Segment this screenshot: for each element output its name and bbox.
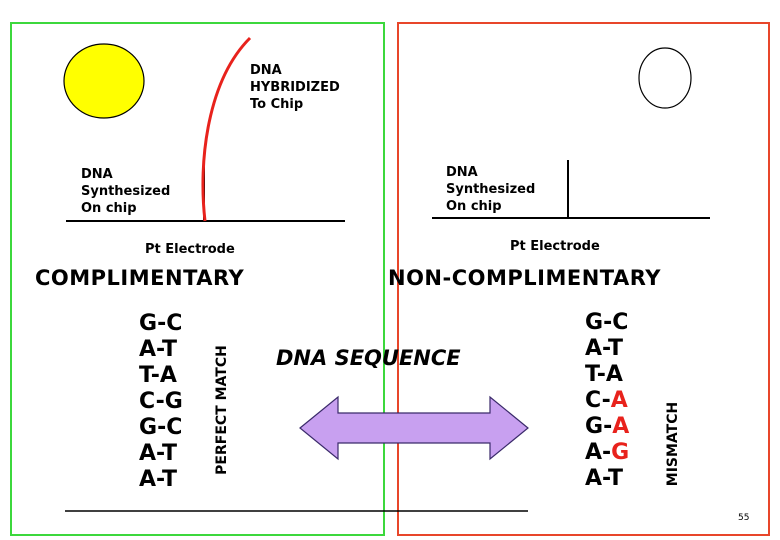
left-seq-row-0: G-C [139, 311, 183, 336]
left-seq-row-2: T-A [139, 363, 177, 388]
right-seq-row-0: G-C [585, 310, 629, 335]
right-seq-row-2: T-A [585, 362, 623, 387]
hybridized-label: DNA HYBRIDIZED To Chip [250, 63, 340, 112]
complimentary-panel [10, 22, 385, 536]
non-complimentary-panel [397, 22, 770, 536]
right-seq-row-5: A-G [585, 440, 630, 465]
right-seq-row-3: C-A [585, 388, 628, 413]
left-seq-row-5: A-T [139, 441, 177, 466]
left-seq-row-6: A-T [139, 467, 177, 492]
right-synthesized-label: DNA Synthesized On chip [446, 165, 536, 214]
right-electrode-label: Pt Electrode [510, 239, 600, 254]
page-number: 55 [738, 513, 750, 523]
left-seq-row-4: G-C [139, 415, 183, 440]
right-seq-row-4: G-A [585, 414, 630, 439]
double-arrow [299, 395, 529, 461]
left-seq-row-1: A-T [139, 337, 177, 362]
left-synthesized-label: DNA Synthesized On chip [81, 167, 171, 216]
non-complimentary-heading: NON-COMPLIMENTARY [388, 266, 661, 290]
complimentary-heading: COMPLIMENTARY [35, 266, 245, 290]
dna-sequence-label: DNA SEQUENCE [276, 346, 461, 370]
right-seq-row-1: A-T [585, 336, 623, 361]
left-indicator-light [63, 43, 145, 119]
left-sequence: G-C A-T T-A C-G G-C A-T A-T [139, 311, 183, 493]
right-seq-row-6: A-T [585, 466, 623, 491]
hybridized-strand [201, 36, 252, 222]
mismatch-label: MISMATCH [665, 401, 681, 487]
left-electrode-label: Pt Electrode [145, 242, 235, 257]
left-seq-row-3: C-G [139, 389, 183, 414]
right-sequence: G-C A-T T-A C-A G-A A-G A-T [585, 310, 629, 492]
right-indicator-light [638, 47, 692, 109]
perfect-match-label: PERFECT MATCH [214, 345, 230, 475]
